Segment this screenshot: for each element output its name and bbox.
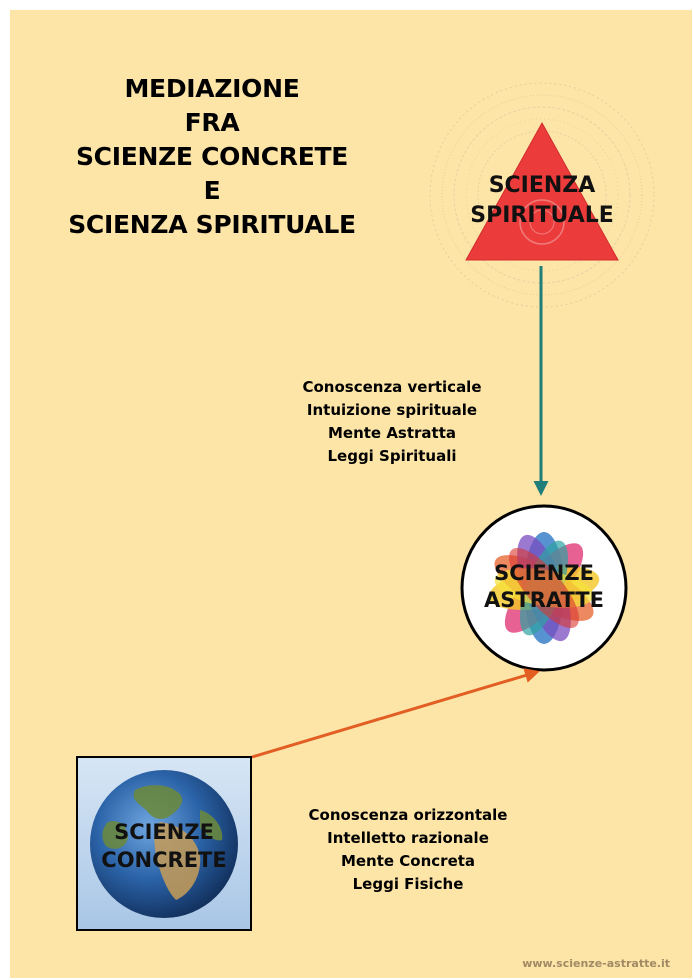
spiritual-triangle <box>465 121 619 261</box>
spirituale-label-line-2: SPIRITUALE <box>470 203 614 228</box>
list-item: Mente Concreta <box>340 852 476 870</box>
lotus-flower-icon <box>488 532 600 644</box>
astratte-label-line-1: SCIENZE <box>494 561 594 585</box>
diagram-graphics: SCIENZA SPIRITUALE SCIENZE ASTRATTE <box>76 82 655 931</box>
diagram-page: MEDIAZIONE FRA SCIENZE CONCRETE E SCIENZ… <box>10 10 692 978</box>
title-line-2: FRA <box>184 108 240 137</box>
continents-shape <box>102 785 223 900</box>
concrete-label-line-2: CONCRETE <box>101 848 226 872</box>
spirituale-label-line-1: SCIENZA <box>489 173 596 198</box>
vertical-knowledge-list: Conoscenza verticale Intuizione spiritua… <box>272 376 512 468</box>
page-title: MEDIAZIONE FRA SCIENZE CONCRETE E SCIENZ… <box>32 72 392 242</box>
list-item: Intuizione spirituale <box>306 401 478 419</box>
list-item: Leggi Spirituali <box>327 447 457 465</box>
title-line-3: SCIENZE CONCRETE <box>75 142 349 171</box>
list-item: Conoscenza verticale <box>302 378 482 396</box>
list-item: Conoscenza orizzontale <box>308 806 508 824</box>
title-line-4: E <box>203 176 221 205</box>
diagonal-arrow <box>251 668 540 759</box>
list-item: Mente Astratta <box>327 424 457 442</box>
title-line-5: SCIENZA SPIRITUALE <box>68 210 356 239</box>
list-item: Intelletto razionale <box>327 829 489 847</box>
astratte-label-line-2: ASTRATTE <box>484 588 604 612</box>
website-footer: www.scienze-astratte.it <box>522 957 670 970</box>
concrete-label-line-1: SCIENZE <box>114 820 214 844</box>
horizontal-knowledge-list: Conoscenza orizzontale Intelletto razion… <box>278 804 538 896</box>
triangle-emblem <box>519 199 565 245</box>
list-item: Leggi Fisiche <box>352 875 464 893</box>
title-line-1: MEDIAZIONE <box>124 74 300 103</box>
